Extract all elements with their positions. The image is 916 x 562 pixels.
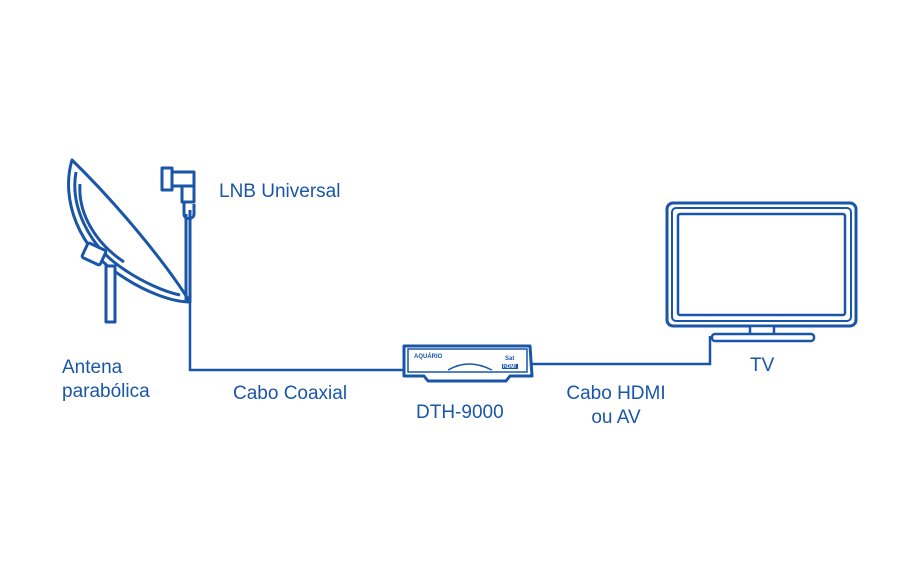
satellite-dish-icon	[67, 158, 192, 324]
lnb-icon	[160, 166, 196, 220]
tv-icon	[665, 201, 858, 343]
hdmi-label-line1: Cabo HDMI	[566, 383, 666, 404]
lnb-label: LNB Universal	[219, 181, 341, 202]
hdmi-cable	[530, 336, 712, 366]
tv-label: TV	[750, 355, 775, 376]
receiver-icon: AQUÁRIO Sat HDMI	[402, 344, 534, 383]
receiver-badge: Sat	[505, 356, 514, 362]
receiver-brand: AQUÁRIO	[414, 353, 443, 360]
antenna-label-line2: parabólica	[62, 381, 150, 402]
antenna-label-line1: Antena	[62, 357, 123, 378]
receiver-port-label: HDMI	[503, 364, 516, 370]
hdmi-cable-label: Cabo HDMI ou AV	[556, 382, 676, 430]
hdmi-label-line2: ou AV	[591, 407, 641, 428]
receiver-label: DTH-9000	[416, 402, 504, 423]
coaxial-cable-label: Cabo Coaxial	[233, 383, 348, 404]
coaxial-cable	[188, 302, 405, 372]
antenna-label: Antena parabólica	[62, 356, 150, 404]
